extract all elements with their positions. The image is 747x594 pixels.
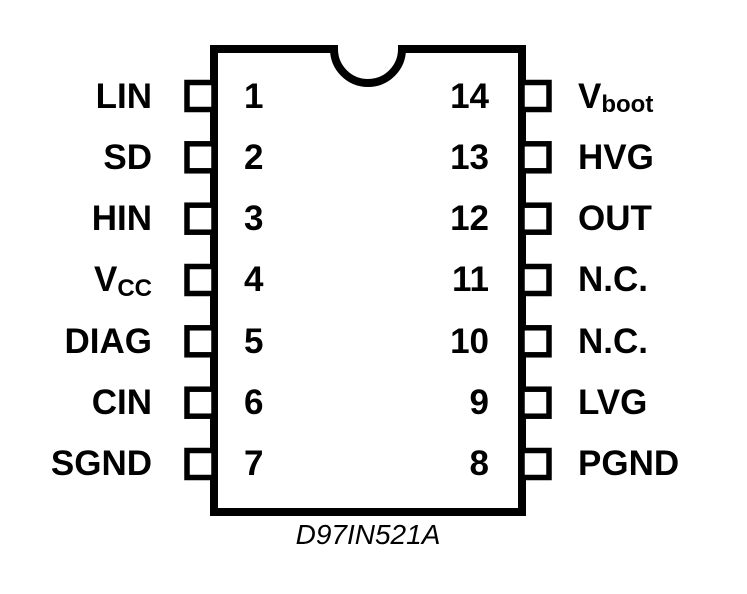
pin-5-number: 5 [244,321,264,361]
pin-box-2 [184,141,217,174]
pin-8-label: PGND [578,444,680,484]
pin-box-8 [519,447,552,481]
ic-body [210,45,526,516]
pin-10-label: N.C. [578,321,648,361]
pin-box-14 [519,79,552,113]
pin-box-1 [184,79,217,113]
pin-3-number: 3 [244,199,264,239]
pin-1-label: LIN [95,76,152,116]
pin-3-label: HIN [91,199,152,239]
pin-box-11 [519,263,552,297]
pin-box-12 [519,202,552,235]
pin-11-label: N.C. [578,260,648,300]
pin-box-13 [519,141,552,174]
pin-box-10 [519,325,552,358]
pin-9-label: LVG [578,383,648,423]
pin-13-number: 13 [450,137,489,177]
pin-7-label: SGND [50,444,152,484]
pin-8-number: 8 [469,444,489,484]
pin-box-7 [184,447,217,481]
pin-box-3 [184,202,217,235]
pin-9-number: 9 [469,383,489,423]
pin-2-number: 2 [244,137,264,177]
pin-1-number: 1 [244,76,264,116]
pin-6-label: CIN [91,383,152,423]
pin-box-4 [184,263,217,297]
drawing-reference-caption: D97IN521A [295,519,441,550]
pin-13-label: HVG [578,137,654,177]
pin-7-number: 7 [244,444,264,484]
pin-12-number: 12 [450,199,489,239]
pin-box-9 [519,386,552,419]
pin-10-number: 10 [450,321,489,361]
pin-4-number: 4 [244,260,264,300]
pin-14-number: 14 [450,76,489,116]
pin-6-number: 6 [244,383,264,423]
left-pin-numbers: 1 2 3 4 5 6 7 [244,76,314,484]
pin-12-label: OUT [578,199,652,239]
pin-5-label: DIAG [64,321,153,361]
pin-2-label: SD [103,137,152,177]
pin-11-number: 11 [452,260,489,300]
pin-box-5 [184,325,217,358]
right-pin-numbers: 14 13 12 11 10 9 8 [419,76,489,484]
pin-box-6 [184,386,217,419]
